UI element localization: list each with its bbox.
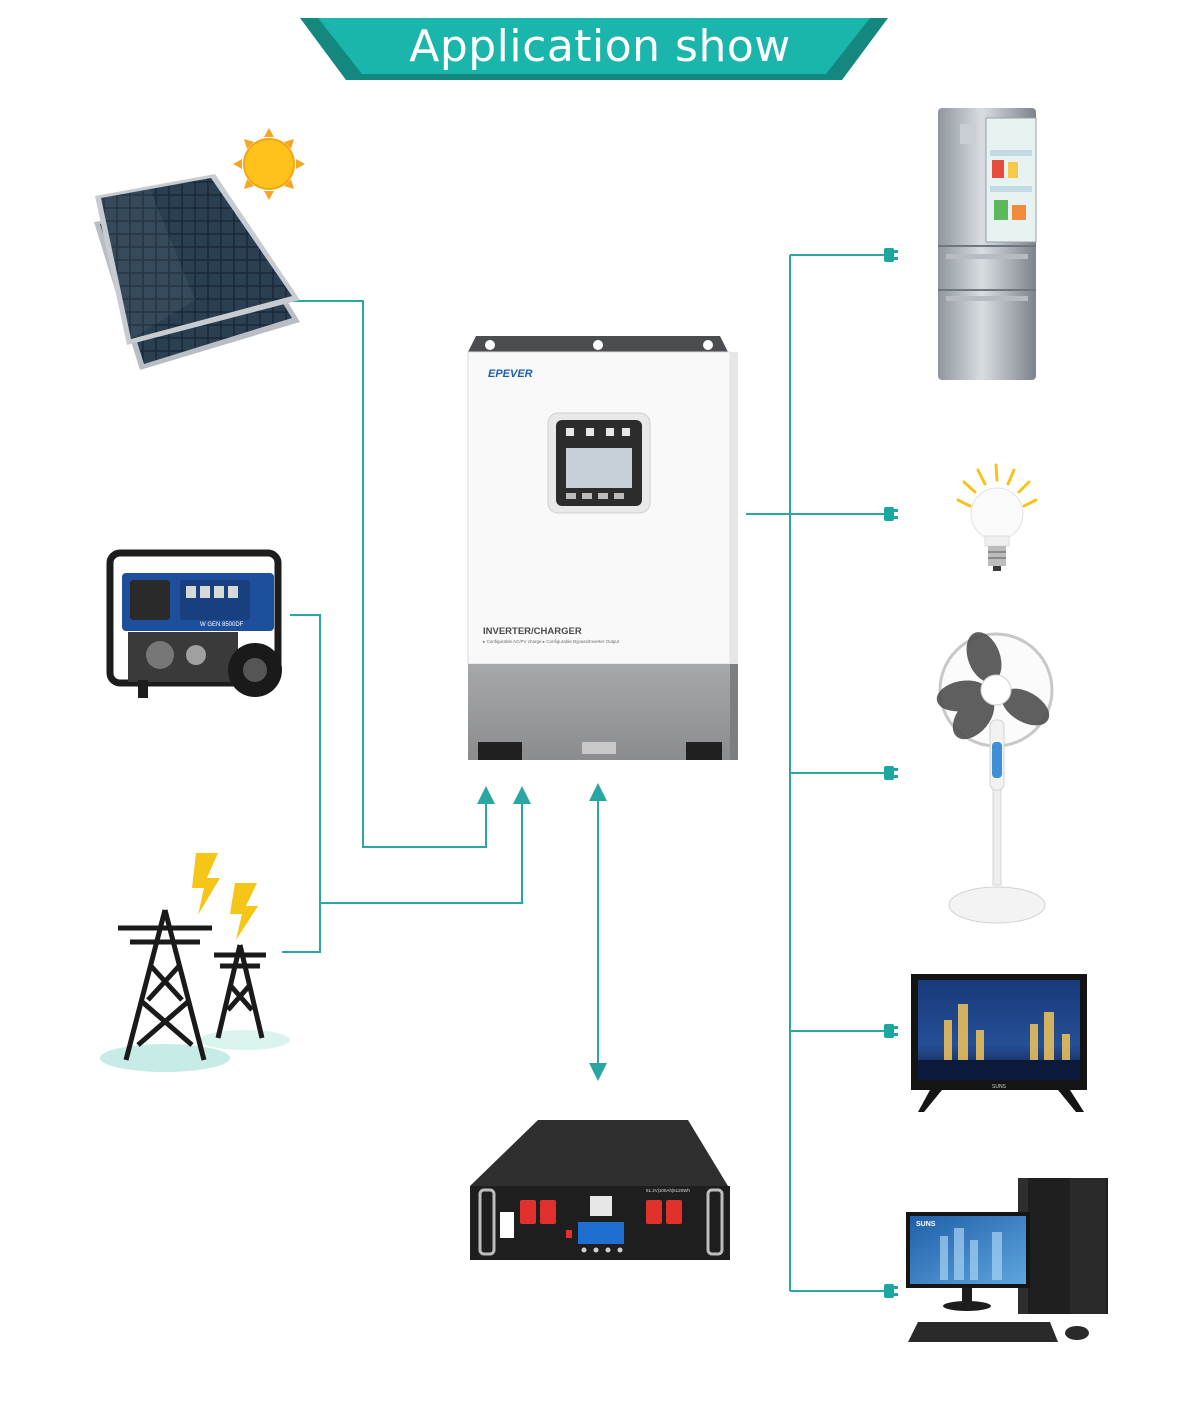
plug-icon [884, 507, 898, 521]
page-title: Application show [409, 21, 791, 72]
solar-panel-icon [94, 174, 300, 370]
plug-icons [884, 248, 898, 1298]
refrigerator-icon [938, 108, 1037, 380]
plug-icon [884, 248, 898, 262]
generator-brand-label: W GEN 8500DF [200, 622, 244, 628]
ac-input-line [320, 786, 531, 904]
inverter-features: ▸ Configurable AC/PV charge ▸ Configurab… [483, 639, 620, 644]
plug-icon [884, 766, 898, 780]
battery-spec-label: 51.2V|100Ah|5120Wh [646, 1188, 690, 1193]
stand-fan-icon [936, 632, 1054, 924]
inverter-model-label: INVERTER/CHARGER [483, 626, 582, 637]
battery-rack-icon: 51.2V|100Ah|5120Wh [470, 1120, 730, 1260]
generator-grid-line [282, 614, 321, 953]
light-bulb-icon [956, 463, 1038, 571]
plug-icon [884, 1024, 898, 1038]
tv-brand-label: SUNS [992, 1084, 1007, 1090]
solar-line [278, 300, 495, 848]
banner-face [318, 18, 870, 74]
title-banner [300, 18, 888, 80]
sun-icon [233, 128, 305, 200]
plug-icon [884, 1284, 898, 1298]
power-tower-icon [100, 909, 290, 1072]
connection-lines [278, 254, 885, 1292]
inverter-brand: EPEVER [488, 368, 533, 380]
lightning-icon [192, 853, 258, 940]
pc-brand-label: SUNS [916, 1221, 936, 1228]
generator-icon: W GEN 8500DF [106, 549, 282, 698]
inverter-device: EPEVER INVERTER/CHARGER ▸ Configurable A… [467, 336, 738, 760]
desktop-computer-icon: SUNS [906, 1178, 1108, 1342]
television-icon: SUNS [911, 974, 1087, 1112]
